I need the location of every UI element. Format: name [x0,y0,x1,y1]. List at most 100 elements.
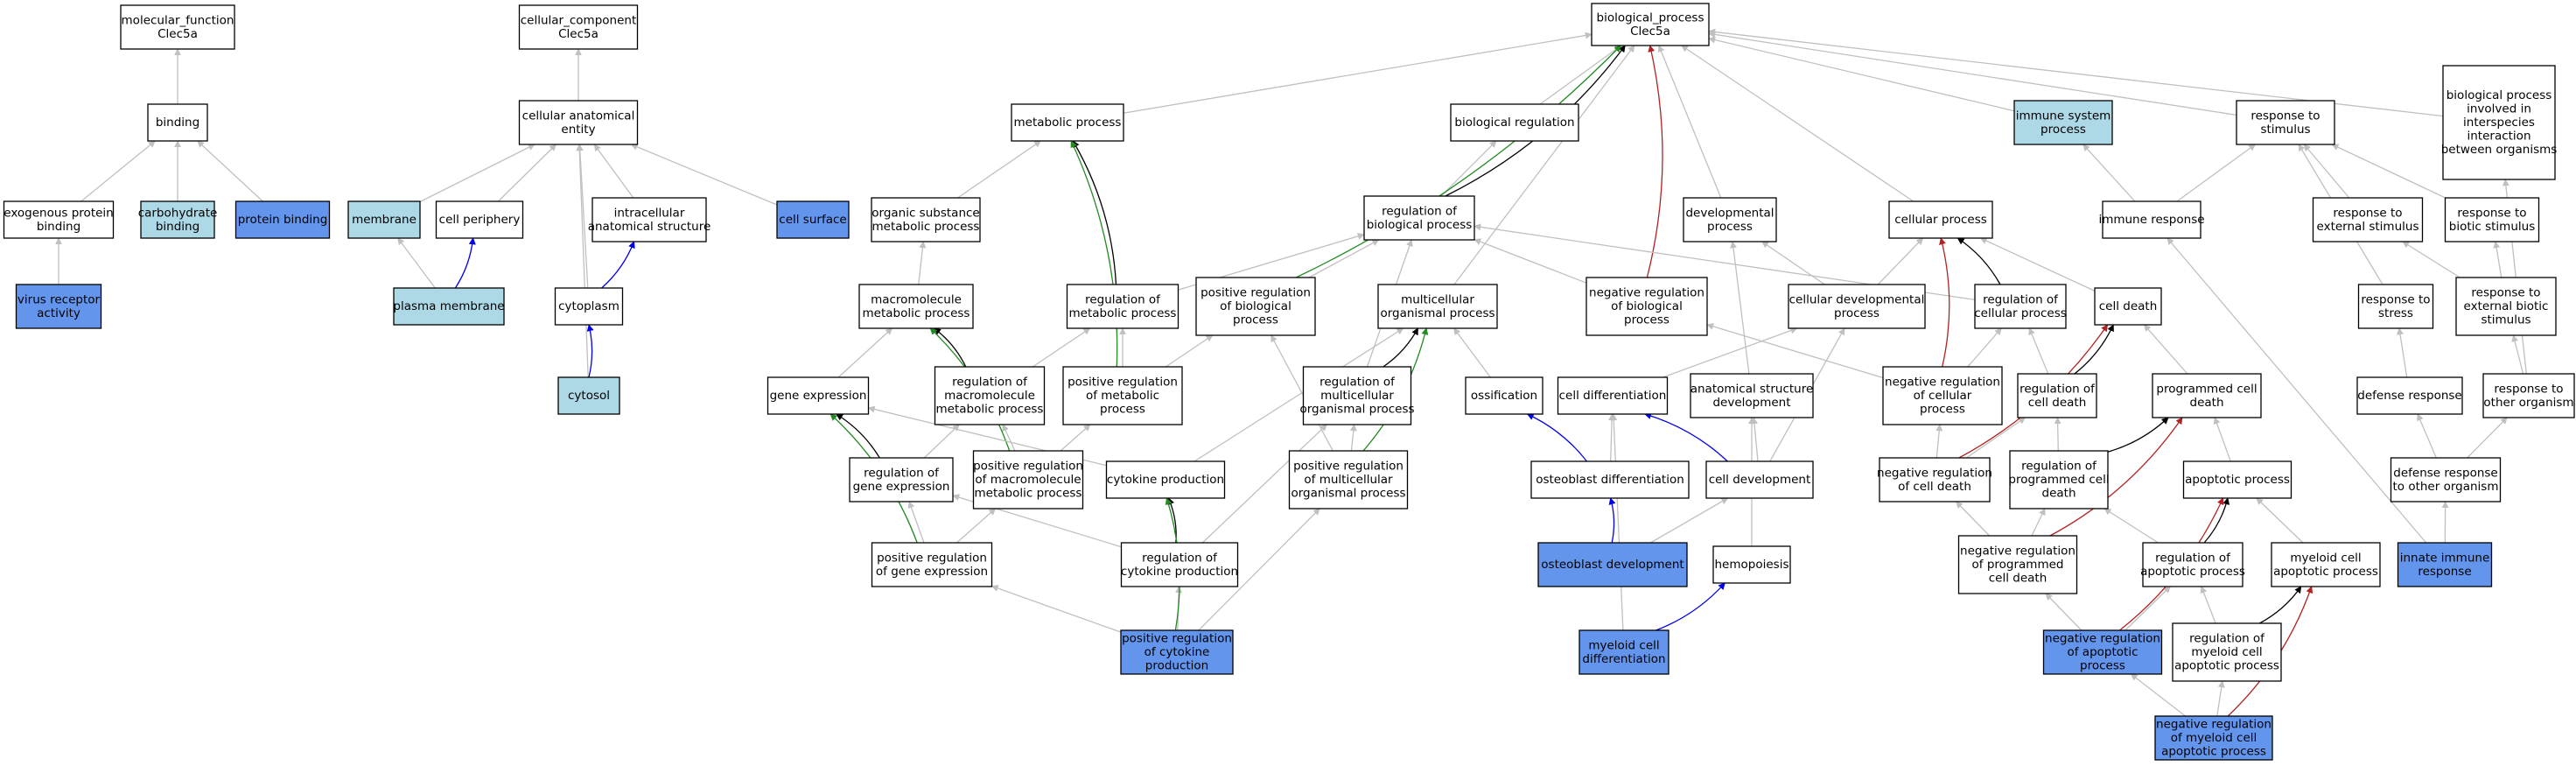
go-term-node-celldev[interactable]: cell development [1705,460,1814,499]
go-term-node-cellproc[interactable]: cellular process [1888,200,1993,239]
node-box [1288,450,1409,509]
edge-path [1656,582,1726,631]
node-label-line: process [2040,123,2086,137]
go-term-node-bioreg[interactable]: biological regulation [1450,103,1579,142]
node-label-line: death [2042,487,2076,501]
edge-is-a-negregmyeloidapop-to-regmyeloidapop [2216,680,2225,717]
node-label-line: cytosol [568,389,610,403]
go-term-node-celldeath[interactable]: cell death [2094,287,2162,326]
node-box [2017,373,2097,418]
go-term-node-celldiff[interactable]: cell differentiation [1557,376,1669,415]
go-term-node-apop[interactable]: apoptotic process [2182,460,2292,499]
node-box [2397,542,2493,587]
go-term-node-surface[interactable]: cell surface [776,200,850,239]
go-term-node-membrane[interactable]: membrane [347,200,421,239]
go-term-node-geneexp[interactable]: gene expression [766,376,870,415]
node-box [1888,200,1993,239]
go-term-node-immresp[interactable]: immune response [2098,200,2205,239]
go-term-node-cytoprod[interactable]: cytokine production [1105,460,1226,499]
go-term-node-osteodev[interactable]: osteoblast development [1537,542,1688,587]
edge-path [497,144,557,202]
edge-path [1760,241,1825,285]
node-label-line: gene expression [770,389,867,403]
go-term-node-protbind[interactable]: protein binding [234,200,331,239]
go-term-node-periph[interactable]: cell periphery [435,200,524,239]
go-term-node-ossif[interactable]: ossification [1465,376,1544,415]
edge-positively-regulates-posregmet-to-metabolic [1070,140,1118,368]
node-label-line: apoptotic process [2273,565,2378,579]
go-term-node-binding[interactable]: binding [147,103,208,142]
node-label-line: external biotic [2464,299,2549,313]
node-label-line: innate immune [2400,551,2490,565]
edge-path [1608,413,1616,462]
edge-part-of-pm-to-periph [454,237,476,289]
edge-is-a-multi-to-bp [1453,45,1635,285]
edge-path [1706,323,1884,379]
edge-is-a-negregcd-to-negregcell [1936,424,1943,459]
go-term-node-metabolic[interactable]: metabolic process [1011,103,1124,142]
go-term-node-hemo[interactable]: hemopoiesis [1712,545,1791,584]
go-term-node-cytosol[interactable]: cytosol [557,376,620,415]
node-box [1712,545,1791,584]
node-box [776,200,850,239]
go-term-node-defresp[interactable]: defense response [2356,376,2463,415]
node-box [972,450,1084,509]
edge-path [918,241,927,285]
go-term-node-pm[interactable]: plasma membrane [393,287,505,326]
go-term-node-osteodiff[interactable]: osteoblast differentiation [1530,460,1690,499]
node-label-line: of myeloid cell [2171,731,2258,745]
go-term-node-cytoplasm[interactable]: cytoplasm [554,287,624,326]
edge-is-a-rstim-to-bp [1708,31,2237,116]
